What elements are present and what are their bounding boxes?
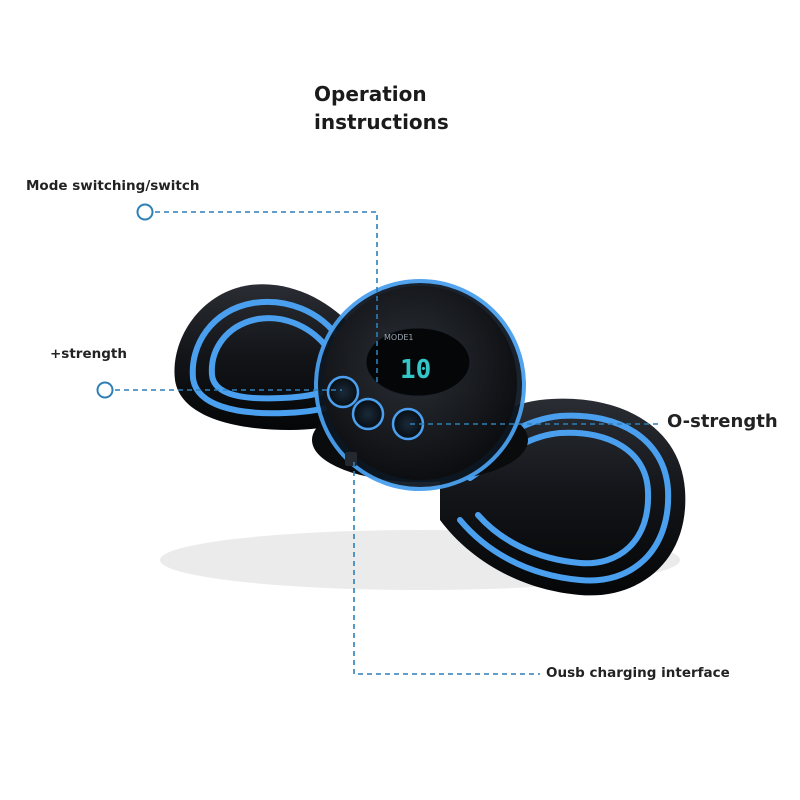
- pad-left-electrode-inner: [208, 315, 343, 402]
- title-line-1: Operation: [314, 82, 427, 106]
- usb-callout-line: [353, 462, 540, 675]
- title-line-2: instructions: [314, 110, 449, 134]
- display-mode-label: MODE1: [384, 333, 414, 342]
- usb-charging-label: Ousb charging interface: [546, 665, 730, 681]
- pad-right-electrode-inner: [467, 429, 652, 567]
- page-title: Operation instructions: [314, 80, 534, 136]
- usb-port: [345, 452, 357, 466]
- plus-strength-label: +strength: [50, 346, 127, 362]
- mode-switch-label: Mode switching/switch: [26, 178, 200, 194]
- plus-button[interactable]: [351, 397, 385, 431]
- display-digits: 10: [400, 355, 431, 385]
- mode-switch-callout-marker: [136, 203, 154, 221]
- pad-left-electrode-outer: [189, 298, 361, 417]
- minus-strength-label: O-strength: [667, 411, 778, 432]
- minus-button[interactable]: [391, 407, 425, 441]
- plus-strength-callout-marker: [96, 381, 114, 399]
- mode-switch-callout-line: [155, 211, 378, 385]
- display-panel: [365, 327, 471, 397]
- mode-button[interactable]: [326, 375, 360, 409]
